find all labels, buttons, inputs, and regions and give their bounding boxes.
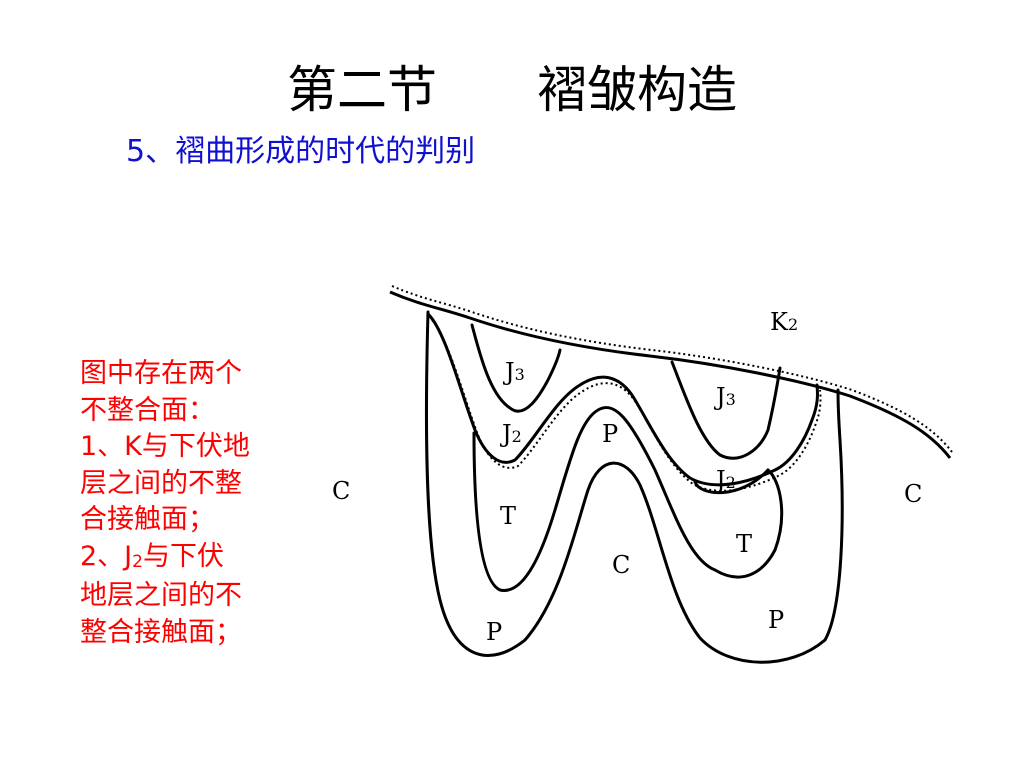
label-c-left: C (332, 477, 350, 505)
unconformity-note: 图中存在两个 不整合面： 1、K与下伏地 层之间的不整 合接触面； 2、J2与下… (80, 356, 290, 651)
j3-left-curve (470, 323, 562, 413)
note-line-6-sub: 2 (132, 551, 143, 572)
label-p-left: P (486, 618, 502, 646)
j2-unconformity-dotted (431, 319, 822, 492)
slide-title: 第二节 褶皱构造 (0, 50, 1024, 122)
note-line-7: 地层之间的不 (80, 580, 242, 611)
note-line-3: 1、K与下伏地 (80, 431, 250, 462)
note-line-4: 层之间的不整 (80, 467, 242, 499)
label-p-right: P (768, 606, 784, 634)
note-line-6-post: 与下伏 (142, 540, 224, 572)
j2-p-boundary-curve (426, 312, 819, 487)
label-k2: K2 (770, 308, 798, 336)
note-line-6: 2、J2与下伏 (80, 539, 290, 579)
label-j2-right: J2 (713, 466, 736, 494)
label-t-right: T (736, 530, 752, 558)
note-line-5: 合接触面； (80, 504, 215, 535)
label-t-left: T (500, 502, 516, 530)
j3-right-curve (670, 360, 782, 460)
title-section: 第二节 (287, 61, 437, 119)
subtitle: 5、褶曲形成的时代的判别 (126, 134, 476, 169)
label-j2-left: J2 (499, 420, 522, 448)
label-c-center: C (612, 551, 630, 579)
note-line-1: 图中存在两个 (80, 358, 242, 389)
note-line-6-pre: 2、J (80, 540, 133, 572)
note-line-8: 整合接触面； (80, 616, 242, 648)
label-j3-left: J3 (502, 358, 525, 386)
note-line-2: 不整合面： (80, 394, 215, 426)
title-topic: 褶皱构造 (537, 61, 737, 119)
label-c-right: C (904, 480, 922, 508)
tp-boundary-curve (472, 406, 784, 592)
label-j3-right: J3 (713, 383, 736, 411)
label-p-center: P (602, 420, 618, 448)
outer-boundary-curve (424, 310, 844, 664)
k2-unconformity-solid (389, 290, 952, 459)
